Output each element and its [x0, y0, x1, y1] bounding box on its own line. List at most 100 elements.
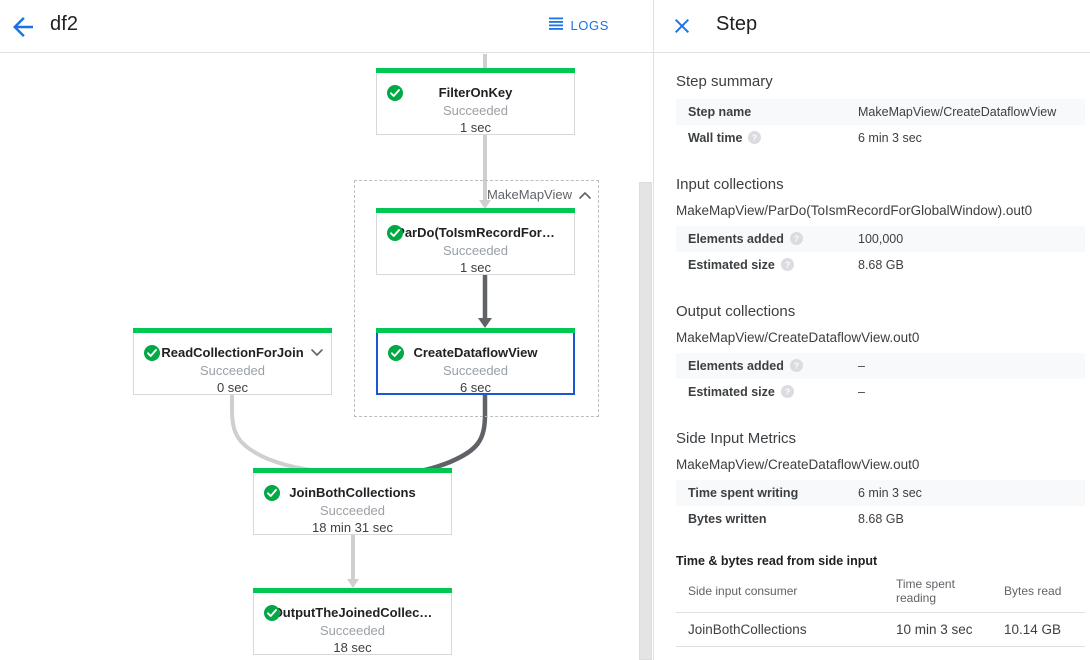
table-row: Elements added? – [676, 353, 1085, 379]
row-value: MakeMapView/CreateDataflowView [858, 105, 1057, 119]
check-circle-icon [387, 85, 403, 101]
chevron-down-icon[interactable] [310, 345, 324, 359]
node-status: Succeeded [442, 363, 509, 378]
logs-list-icon [548, 15, 564, 36]
side-input-metrics-table: Time spent writing 6 min 3 sec Bytes wri… [676, 480, 1085, 532]
output-collections-heading: Output collections [676, 303, 796, 320]
svg-text:?: ? [785, 387, 790, 397]
node-status: Succeeded [199, 363, 266, 378]
step-panel-title: Step [716, 13, 758, 35]
table-row: Estimated size? – [676, 379, 1085, 405]
node-status-accent [253, 468, 452, 473]
node-title: CreateDataflowView [413, 345, 538, 360]
step-panel-header: Step [654, 0, 1090, 53]
node-time: 6 sec [459, 380, 492, 395]
node-time: 1 sec [459, 120, 492, 135]
row-key: Estimated size [688, 258, 775, 272]
node-time: 1 sec [459, 260, 492, 275]
node-time: 18 min 31 sec [312, 520, 393, 535]
cell-time-spent-reading: 10 min 3 sec [884, 612, 992, 647]
check-circle-icon [144, 345, 160, 361]
graph-node-pardo-to-ism-record[interactable]: ParDo(ToIsmRecordFor… Succeeded 1 sec [376, 208, 575, 275]
graph-node-output-the-joined-collection[interactable]: OutputTheJoinedCollec… Succeeded 18 sec [253, 588, 452, 655]
row-key: Bytes written [688, 512, 767, 526]
table-row: Time spent writing 6 min 3 sec [676, 480, 1085, 506]
row-key: Step name [688, 105, 752, 119]
cell-side-input-consumer: JoinBothCollections [676, 612, 884, 647]
node-title: FilterOnKey [438, 85, 513, 100]
svg-text:?: ? [752, 133, 757, 143]
close-icon[interactable] [670, 14, 694, 38]
svg-text:?: ? [794, 234, 799, 244]
scrollbar-thumb[interactable] [639, 182, 652, 660]
node-title: JoinBothCollections [289, 485, 416, 500]
node-status-accent [253, 588, 452, 593]
column-header-bytes-read[interactable]: Bytes read [992, 572, 1085, 613]
graph-node-create-dataflow-view[interactable]: CreateDataflowView Succeeded 6 sec [376, 328, 575, 395]
input-collections-table: Elements added? 100,000 Estimated size? … [676, 226, 1085, 278]
node-time: 0 sec [216, 380, 249, 395]
help-icon[interactable]: ? [780, 385, 794, 398]
check-circle-icon [388, 345, 404, 361]
node-title: ParDo(ToIsmRecordFor… [396, 225, 555, 240]
composite-step-label: MakeMapView [486, 187, 572, 202]
job-graph-pane: df2 LOGS [0, 0, 653, 660]
graph-node-join-both-collections[interactable]: JoinBothCollections Succeeded 18 min 31 … [253, 468, 452, 535]
node-status: Succeeded [442, 103, 509, 118]
input-collections-heading: Input collections [676, 176, 784, 193]
row-value: 6 min 3 sec [858, 131, 922, 145]
check-circle-icon [264, 605, 280, 621]
side-input-read-heading: Time & bytes read from side input [676, 554, 878, 568]
help-icon[interactable]: ? [789, 359, 803, 372]
step-summary-heading: Step summary [676, 73, 773, 90]
table-row: Step name MakeMapView/CreateDataflowView [676, 99, 1085, 125]
arrow-left-icon[interactable] [8, 12, 38, 42]
graph-node-read-collection-for-join[interactable]: ReadCollectionForJoin Succeeded 0 sec [133, 328, 332, 395]
side-input-collection-name: MakeMapView/CreateDataflowView.out0 [676, 457, 920, 472]
chevron-up-icon[interactable] [578, 189, 592, 203]
table-header-row: Side input consumer Time spent reading B… [676, 572, 1085, 613]
table-row: Bytes written 8.68 GB [676, 506, 1085, 532]
row-value: – [858, 359, 865, 373]
check-circle-icon [264, 485, 280, 501]
composite-step-container-makemapview[interactable]: MakeMapView [354, 180, 599, 417]
check-circle-icon [387, 225, 403, 241]
output-collection-name: MakeMapView/CreateDataflowView.out0 [676, 330, 920, 345]
input-collection-name: MakeMapView/ParDo(ToIsmRecordForGlobalWi… [676, 203, 1033, 218]
step-details-panel: Step Step summary Step name MakeMapView/… [653, 0, 1090, 660]
help-icon[interactable]: ? [789, 232, 803, 245]
row-key: Wall time [688, 131, 743, 145]
node-status: Succeeded [319, 503, 386, 518]
job-graph-canvas[interactable]: MakeMapView FilterOnKey Succeeded [0, 54, 653, 660]
row-value: 100,000 [858, 232, 904, 246]
table-row: JoinBothCollections 10 min 3 sec 10.14 G… [676, 612, 1085, 647]
output-collections-table: Elements added? – Estimated size? – [676, 353, 1085, 405]
node-status-accent [376, 208, 575, 213]
row-key: Time spent writing [688, 486, 799, 500]
side-input-metrics-heading: Side Input Metrics [676, 430, 797, 447]
row-key: Elements added [688, 359, 784, 373]
svg-text:?: ? [794, 361, 799, 371]
help-icon[interactable]: ? [748, 131, 762, 144]
table-row: Elements added? 100,000 [676, 226, 1085, 252]
node-time: 18 sec [333, 640, 372, 655]
column-header-side-input-consumer[interactable]: Side input consumer [676, 572, 884, 613]
graph-node-filter-on-key[interactable]: FilterOnKey Succeeded 1 sec [376, 68, 575, 135]
row-key: Elements added [688, 232, 784, 246]
node-title: ReadCollectionForJoin [161, 345, 304, 360]
graph-vertical-scrollbar[interactable] [638, 54, 653, 660]
node-title: OutputTheJoinedCollec… [272, 605, 433, 620]
top-toolbar: df2 LOGS [0, 0, 653, 53]
node-status-accent [376, 68, 575, 73]
cell-bytes-read: 10.14 GB [992, 612, 1085, 647]
logs-button[interactable]: LOGS [548, 15, 609, 36]
row-value: – [858, 385, 865, 399]
page-title: df2 [50, 13, 79, 35]
row-value: 8.68 GB [858, 258, 904, 272]
column-header-time-spent-reading[interactable]: Time spent reading [884, 572, 992, 613]
step-summary-table: Step name MakeMapView/CreateDataflowView… [676, 99, 1085, 151]
row-value: 6 min 3 sec [858, 486, 922, 500]
help-icon[interactable]: ? [780, 258, 794, 271]
node-status: Succeeded [319, 623, 386, 638]
